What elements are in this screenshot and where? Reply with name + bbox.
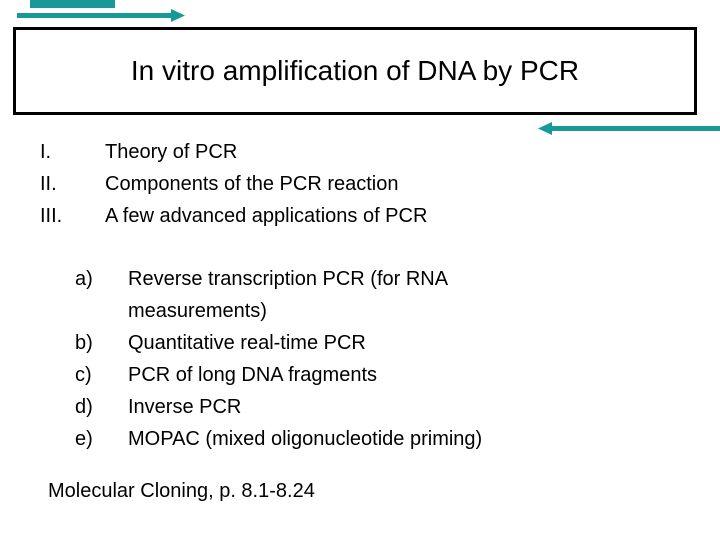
slide-title: In vitro amplification of DNA by PCR — [130, 55, 580, 86]
list-text: A few advanced applications of PCR — [105, 205, 428, 227]
list-text: Reverse transcription PCR (for RNA measu… — [128, 268, 447, 322]
left-arrow-icon — [538, 122, 720, 135]
list-marker: b) — [75, 332, 93, 354]
list-marker: I. — [40, 141, 52, 163]
list-marker: II. — [40, 173, 57, 195]
list-item: d) Inverse PCR — [75, 391, 568, 423]
list-text: PCR of long DNA fragments — [128, 364, 377, 386]
list-item: I. Theory of PCR — [40, 136, 427, 168]
list-text: MOPAC (mixed oligonucleotide priming) — [128, 428, 483, 450]
list-text: Theory of PCR — [105, 141, 238, 163]
slide-title-box: In vitro amplification of DNA by PCR — [13, 27, 697, 115]
list-marker: d) — [75, 396, 93, 418]
list-item: c) PCR of long DNA fragments — [75, 359, 568, 391]
list-text: Quantitative real-time PCR — [128, 332, 366, 354]
list-marker: e) — [75, 428, 93, 450]
main-outline-list: I. Theory of PCR II. Components of the P… — [40, 136, 427, 232]
list-marker: c) — [75, 364, 92, 386]
list-marker: III. — [40, 205, 63, 227]
list-item: a) Reverse transcription PCR (for RNA me… — [75, 263, 568, 327]
list-item: III. A few advanced applications of PCR — [40, 200, 427, 232]
list-marker: a) — [75, 268, 93, 290]
teal-rectangle-decoration — [30, 0, 115, 8]
right-arrow-icon — [17, 9, 185, 22]
list-item: e) MOPAC (mixed oligonucleotide priming) — [75, 423, 568, 455]
list-text: Components of the PCR reaction — [105, 173, 399, 195]
list-text: Inverse PCR — [128, 396, 242, 418]
list-item: II. Components of the PCR reaction — [40, 168, 427, 200]
footer-citation: Molecular Cloning, p. 8.1-8.24 — [48, 480, 315, 502]
sub-outline-list: a) Reverse transcription PCR (for RNA me… — [75, 263, 568, 455]
list-item: b) Quantitative real-time PCR — [75, 327, 568, 359]
